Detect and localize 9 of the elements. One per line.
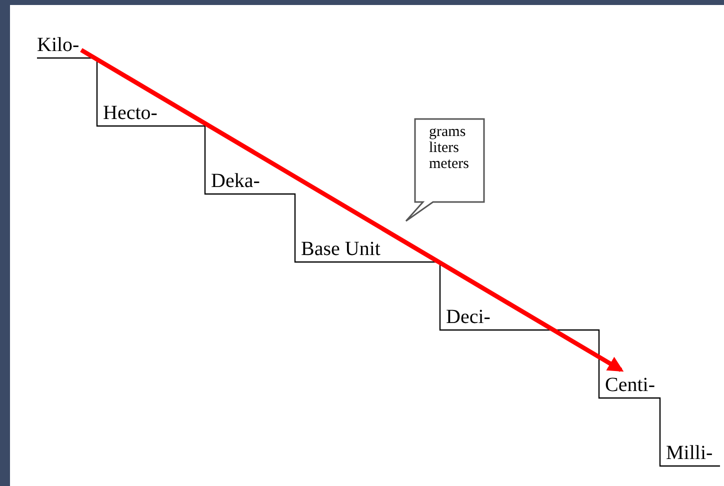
step-label: Deci-	[446, 306, 490, 328]
step-label: Kilo-	[37, 34, 80, 56]
step-label: Hecto-	[103, 102, 158, 124]
step-label: Base Unit	[301, 238, 380, 260]
bubble-text: grams liters meters	[429, 124, 469, 172]
step-label: Milli-	[666, 442, 713, 464]
step-label: Deka-	[211, 170, 260, 192]
step-label: Centi-	[605, 374, 655, 396]
arrow	[80, 48, 624, 372]
